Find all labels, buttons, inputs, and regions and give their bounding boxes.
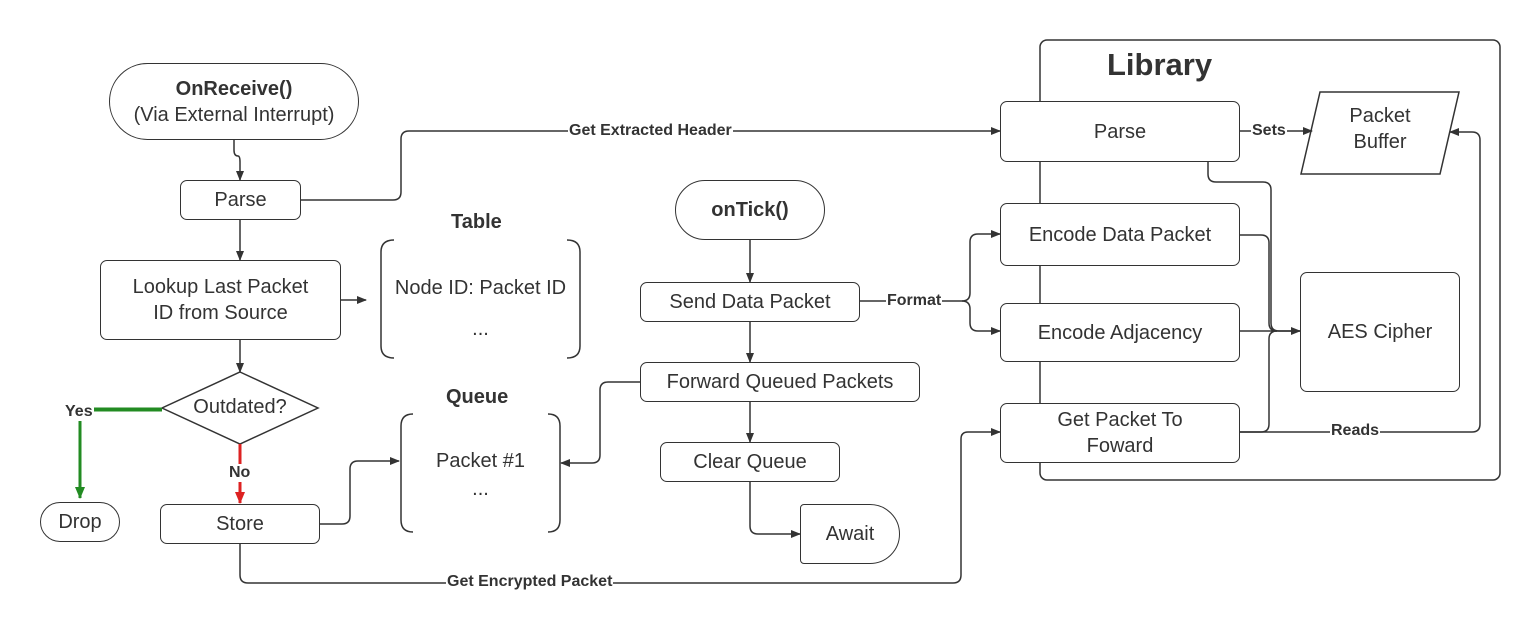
label-no: No	[228, 464, 252, 482]
library-parse-label: Parse	[1093, 120, 1147, 143]
onreceive-subtitle: (Via External Interrupt)	[133, 103, 335, 126]
clear-queue-label: Clear Queue	[693, 451, 807, 473]
label-get-encrypted-packet: Get Encrypted Packet	[446, 573, 614, 591]
label-get-extracted-header: Get Extracted Header	[568, 122, 733, 140]
ontick-node: onTick()	[675, 180, 825, 240]
parse-node: Parse	[180, 180, 301, 220]
queue-title: Queue	[446, 386, 509, 408]
queue-row1: Packet #1	[436, 450, 525, 472]
edge-send-encodeadj	[961, 300, 1001, 335]
store-label: Store	[216, 513, 264, 535]
edge-onreceive-parse	[233, 140, 244, 181]
await-node: Await	[800, 504, 900, 564]
edge-parse-aes	[1207, 162, 1301, 335]
encode-data-label: Encode Data Packet	[1028, 223, 1212, 246]
aes-cipher-label: AES Cipher	[1327, 321, 1433, 343]
table-bracket-right	[566, 239, 581, 359]
edge-forward-queue	[560, 381, 641, 467]
edge-getpacket-buffer	[1240, 128, 1481, 433]
encode-data-node: Encode Data Packet	[1000, 203, 1240, 266]
library-title: Library	[1107, 47, 1213, 82]
edge-send-encodedata	[860, 230, 1001, 302]
lookup-line2: ID from Source	[153, 302, 288, 324]
lookup-line1: Lookup Last Packet	[132, 276, 309, 298]
forward-queued-node: Forward Queued Packets	[640, 362, 920, 402]
forward-queued-label: Forward Queued Packets	[666, 371, 894, 393]
get-packet-line2: Foward	[1086, 435, 1154, 457]
library-parse-node: Parse	[1000, 101, 1240, 162]
send-data-packet-label: Send Data Packet	[669, 291, 831, 313]
table-bracket-left	[380, 239, 395, 359]
clear-queue-node: Clear Queue	[660, 442, 840, 482]
store-node: Store	[160, 504, 320, 544]
table-row1: Node ID: Packet ID	[394, 277, 567, 299]
label-sets: Sets	[1251, 122, 1287, 140]
queue-bracket-left	[400, 413, 414, 533]
packet-buffer-shape	[1300, 91, 1460, 175]
drop-node: Drop	[40, 502, 120, 542]
edge-store-queue	[320, 457, 400, 525]
queue-row2: ...	[472, 478, 489, 500]
packet-buffer-line2: Buffer	[1353, 131, 1407, 153]
edge-clear-await	[749, 482, 801, 538]
drop-label: Drop	[58, 511, 102, 533]
onreceive-title: OnReceive()	[175, 77, 293, 100]
label-yes: Yes	[64, 403, 94, 421]
edge-yes-drop	[75, 408, 162, 499]
edge-store-getpacket	[239, 428, 1001, 584]
queue-bracket-right	[547, 413, 561, 533]
table-title: Table	[451, 211, 502, 233]
send-data-packet-node: Send Data Packet	[640, 282, 860, 322]
await-label: Await	[825, 523, 875, 545]
lookup-node: Lookup Last Packet ID from Source	[100, 260, 341, 340]
onreceive-node: OnReceive() (Via External Interrupt)	[109, 63, 359, 140]
packet-buffer-line1: Packet	[1349, 105, 1411, 127]
get-packet-line1: Get Packet To	[1057, 409, 1183, 431]
get-packet-node: Get Packet To Foward	[1000, 403, 1240, 463]
parse-label: Parse	[214, 189, 267, 211]
encode-adjacency-node: Encode Adjacency	[1000, 303, 1240, 362]
edge-parse-library-parse	[301, 127, 1001, 201]
edge-getpacket-aes	[1240, 330, 1278, 433]
packet-buffer-label: Packet Buffer	[1301, 103, 1459, 155]
label-format: Format	[886, 292, 943, 310]
ontick-label: onTick()	[711, 199, 789, 221]
table-row2: ...	[472, 318, 489, 340]
edge-encodedata-aes	[1240, 234, 1278, 332]
aes-cipher-node: AES Cipher	[1300, 272, 1460, 392]
outdated-label: Outdated?	[193, 396, 287, 418]
label-reads: Reads	[1330, 422, 1381, 440]
encode-adjacency-label: Encode Adjacency	[1037, 321, 1203, 344]
